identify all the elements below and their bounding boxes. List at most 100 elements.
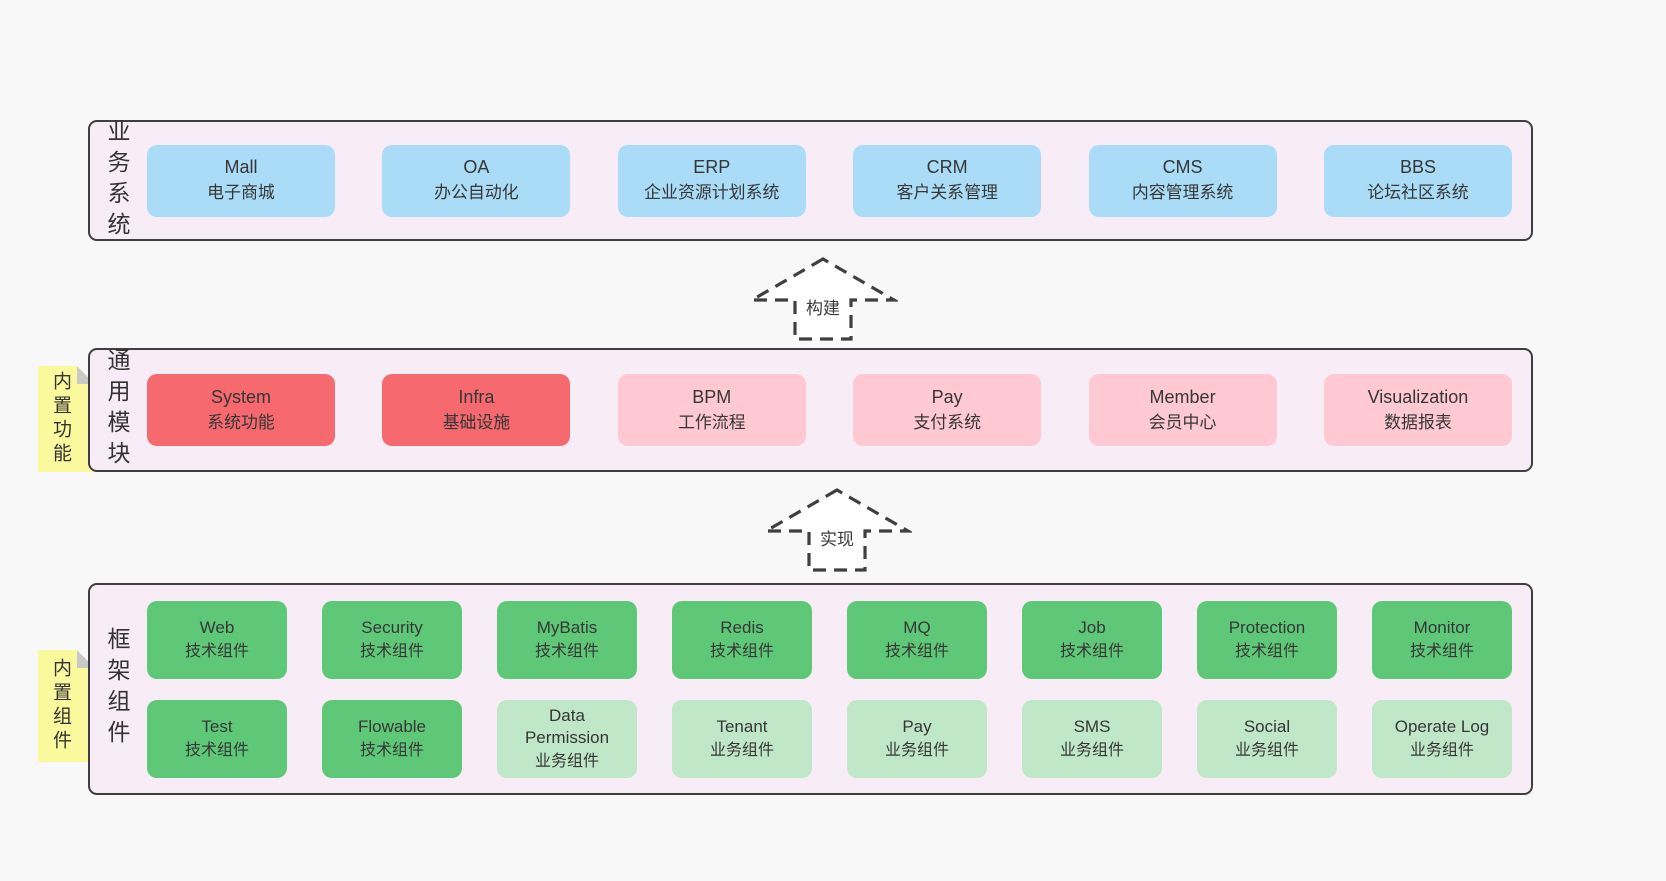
- box-bbs: BBS 论坛社区系统: [1323, 144, 1512, 217]
- box-flowable: Flowable 技术组件: [322, 699, 462, 778]
- box-erp: ERP 企业资源计划系统: [617, 144, 806, 217]
- panel-title: 框架组件: [104, 627, 130, 751]
- box-subtitle: 技术组件: [185, 642, 249, 660]
- box-subtitle: 会员中心: [1148, 412, 1217, 432]
- box-subtitle: 业务组件: [885, 741, 949, 759]
- box-title: Web: [199, 618, 235, 638]
- box-title: Visualization: [1367, 386, 1469, 407]
- box-redis: Redis 技术组件: [672, 600, 812, 679]
- sticky-note-built-in-functions: 内置功能: [38, 366, 95, 472]
- box-subtitle: 技术组件: [535, 642, 599, 660]
- box-subtitle: 数据报表: [1384, 412, 1452, 432]
- box-oa: OA 办公自动化: [382, 144, 571, 217]
- box-subtitle: 技术组件: [1235, 642, 1299, 660]
- box-infra: Infra 基础设施: [382, 374, 571, 446]
- box-subtitle: 业务组件: [1235, 741, 1299, 759]
- box-title: Mall: [224, 157, 258, 178]
- box-subtitle: 论坛社区系统: [1367, 183, 1469, 203]
- box-tenant: Tenant 业务组件: [672, 699, 812, 778]
- sticky-note-label: 内置功能: [50, 371, 71, 467]
- box-subtitle: 客户关系管理: [896, 183, 998, 203]
- box-protection: Protection 技术组件: [1197, 600, 1337, 679]
- box-subtitle: 业务组件: [535, 752, 599, 770]
- box-title: BBS: [1399, 157, 1436, 178]
- box-subtitle: 技术组件: [885, 642, 949, 660]
- box-visualization: Visualization 数据报表: [1323, 374, 1512, 446]
- box-title: Protection: [1228, 618, 1306, 638]
- box-title: SMS: [1073, 717, 1111, 737]
- panel-label-wrap: 框架组件: [90, 585, 144, 793]
- box-social: Social 业务组件: [1197, 699, 1337, 778]
- box-title: Test: [201, 717, 233, 737]
- panel-title: 业务系统: [104, 118, 130, 243]
- box-pay: Pay 支付系统: [853, 374, 1042, 446]
- box-pay: Pay 业务组件: [847, 699, 987, 778]
- box-title: Operate Log: [1394, 717, 1490, 737]
- box-title: CMS: [1162, 157, 1203, 178]
- box-security: Security 技术组件: [322, 600, 462, 679]
- box-subtitle: 业务组件: [710, 741, 774, 759]
- sticky-note-built-in-components: 内置组件: [38, 650, 95, 762]
- box-title: Pay: [931, 386, 963, 407]
- box-web: Web 技术组件: [147, 600, 287, 679]
- box-subtitle: 支付系统: [913, 412, 981, 432]
- implement-arrow: 实现: [762, 487, 912, 573]
- panel-title: 通用模块: [104, 348, 130, 472]
- box-title: Pay: [902, 717, 932, 737]
- box-title: ERP: [693, 157, 731, 178]
- panel-label-wrap: 业务系统: [90, 119, 144, 243]
- box-subtitle: 技术组件: [185, 741, 249, 759]
- box-subtitle: 企业资源计划系统: [644, 183, 780, 203]
- box-member: Member 会员中心: [1088, 374, 1277, 446]
- box-title: Redis: [720, 618, 764, 638]
- box-subtitle: 业务组件: [1410, 741, 1474, 759]
- box-title: Monitor: [1413, 618, 1471, 638]
- box-subtitle: 工作流程: [677, 412, 746, 432]
- box-test: Test 技术组件: [147, 699, 287, 778]
- box-title: Member: [1149, 386, 1216, 407]
- box-title: Infra: [458, 386, 495, 407]
- box-job: Job 技术组件: [1022, 600, 1162, 679]
- build-arrow: 构建: [748, 256, 898, 342]
- box-title: Social: [1243, 717, 1291, 737]
- box-subtitle: 技术组件: [710, 642, 774, 660]
- box-cms: CMS 内容管理系统: [1088, 144, 1277, 217]
- box-title: Tenant: [716, 717, 768, 737]
- box-title: Security: [361, 618, 423, 638]
- box-crm: CRM 客户关系管理: [853, 144, 1042, 217]
- box-subtitle: 办公自动化: [434, 183, 519, 203]
- box-title: MyBatis: [536, 618, 598, 638]
- box-title: System: [210, 386, 271, 407]
- panel-label-wrap: 通用模块: [90, 348, 144, 472]
- box-subtitle: 系统功能: [207, 412, 275, 432]
- box-subtitle: 技术组件: [1060, 642, 1124, 660]
- box-title: MQ: [903, 618, 931, 638]
- box-mq: MQ 技术组件: [847, 600, 987, 679]
- implement-arrow-label: 实现: [817, 524, 857, 551]
- box-subtitle: 内容管理系统: [1131, 183, 1234, 203]
- box-mybatis: MyBatis 技术组件: [497, 600, 637, 679]
- box-title: CRM: [926, 157, 968, 178]
- sticky-note-label: 内置组件: [50, 658, 71, 754]
- box-subtitle: 技术组件: [1410, 642, 1474, 660]
- box-subtitle: 技术组件: [360, 642, 424, 660]
- build-arrow-label: 构建: [803, 293, 843, 320]
- box-system: System 系统功能: [147, 374, 335, 446]
- box-subtitle: 基础设施: [442, 412, 511, 432]
- box-title: Flowable: [357, 717, 427, 737]
- box-title: OA: [463, 157, 490, 178]
- box-title: Job: [1078, 618, 1106, 638]
- box-operate-log: Operate Log 业务组件: [1372, 699, 1512, 778]
- box-subtitle: 技术组件: [360, 741, 424, 759]
